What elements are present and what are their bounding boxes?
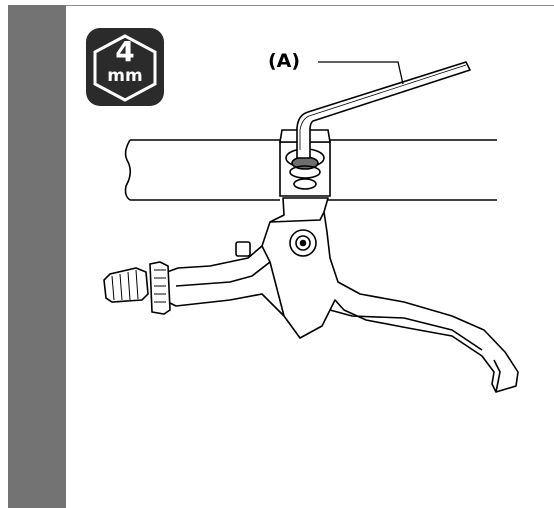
- adjuster-barrel: [103, 261, 171, 315]
- side-bar: [8, 5, 66, 508]
- handlebar-clamp: [279, 129, 331, 197]
- badge-number: 4: [115, 35, 135, 68]
- callout-label-a: (A): [268, 50, 301, 72]
- hex-key-size-icon: [93, 34, 157, 102]
- callout-leader: [318, 61, 404, 85]
- badge-unit: mm: [107, 66, 143, 86]
- hex-key: [296, 61, 471, 159]
- reach-screw: [235, 241, 251, 257]
- top-divider: [66, 5, 554, 6]
- lever-body: [166, 197, 519, 393]
- tool-size-badge: 4 mm: [86, 28, 164, 106]
- pivot-bolt: [289, 229, 317, 257]
- handlebar: [124, 139, 497, 201]
